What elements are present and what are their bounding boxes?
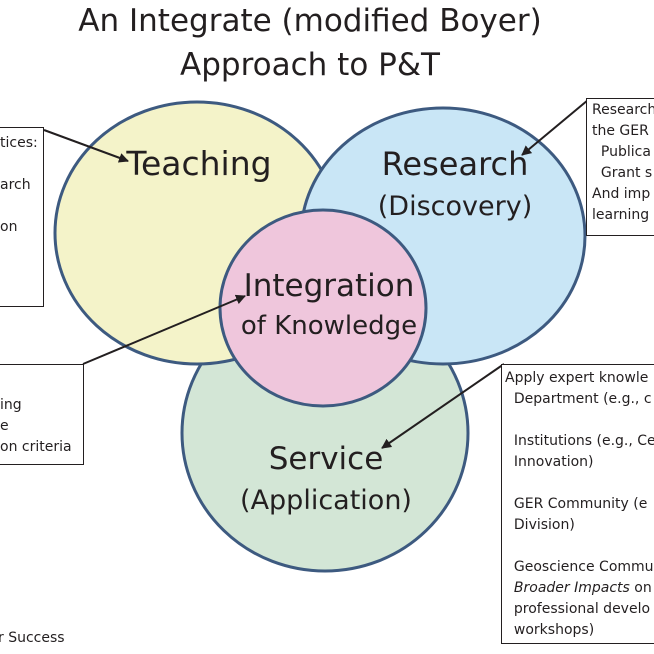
- diagram-title-line-2: Approach to P&T: [180, 47, 440, 83]
- callout-line: [505, 473, 654, 494]
- callout-line: the GER: [592, 123, 649, 139]
- service-callout-text: Apply expert knowle Department (e.g., c …: [505, 368, 654, 641]
- callout-line: [505, 410, 654, 431]
- integration-callout-box: [0, 364, 84, 465]
- callout-line: on: [0, 219, 18, 235]
- callout-line: And imp: [592, 186, 651, 202]
- callout-line: Broader Impacts on: [513, 580, 652, 596]
- callout-line: Division): [505, 517, 575, 533]
- teaching-arrow: [43, 129, 129, 163]
- callout-line: [0, 196, 38, 217]
- teaching-label: Teaching: [125, 144, 271, 183]
- integration-label: Integration: [244, 268, 415, 304]
- callout-line: on criteria: [0, 439, 72, 455]
- callout-line: Grant s: [592, 165, 653, 181]
- callout-line: Publica: [592, 144, 651, 160]
- diagram-title-line-1: An Integrate (modified Boyer): [78, 3, 542, 39]
- research-sublabel: (Discovery): [378, 191, 532, 222]
- callout-line: workshops): [505, 622, 595, 638]
- callout-line: ing: [0, 397, 22, 413]
- service-label: Service: [269, 441, 384, 477]
- callout-line: Innovation): [505, 454, 594, 470]
- callout-line: GER Community (e: [505, 496, 648, 512]
- integration-sublabel: of Knowledge: [241, 311, 417, 341]
- callout-line: [505, 536, 654, 557]
- service-sublabel: (Application): [240, 485, 412, 516]
- footer-text: r Success: [0, 630, 65, 646]
- integration-arrow: [82, 294, 246, 365]
- callout-line: Institutions (e.g., Ce: [505, 433, 654, 449]
- callout-line: learning: [592, 207, 650, 223]
- service-arrow: [381, 363, 505, 449]
- callout-line: tices:: [0, 135, 38, 151]
- teaching-callout-text: tices: arch on: [0, 133, 38, 238]
- callout-line: professional develo: [505, 601, 651, 617]
- research-arrow: [521, 99, 589, 156]
- research-callout-box: [586, 98, 654, 236]
- research-label: Research: [382, 145, 529, 183]
- teaching-callout-box: [0, 127, 44, 307]
- callout-line: Apply expert knowle: [505, 370, 649, 386]
- callout-line: Geoscience Commu: [505, 559, 654, 575]
- callout-line: e: [0, 418, 9, 434]
- callout-line: Research: [592, 102, 654, 118]
- callout-line: Department (e.g., c: [505, 391, 652, 407]
- integration-circle: [218, 208, 428, 408]
- integration-callout-text: ing e on criteria: [0, 395, 72, 458]
- callout-line: [0, 154, 38, 175]
- research-callout-text: Research the GER Publica Grant s And imp le…: [592, 100, 654, 226]
- callout-line: arch: [0, 177, 31, 193]
- service-callout-box: [501, 364, 654, 644]
